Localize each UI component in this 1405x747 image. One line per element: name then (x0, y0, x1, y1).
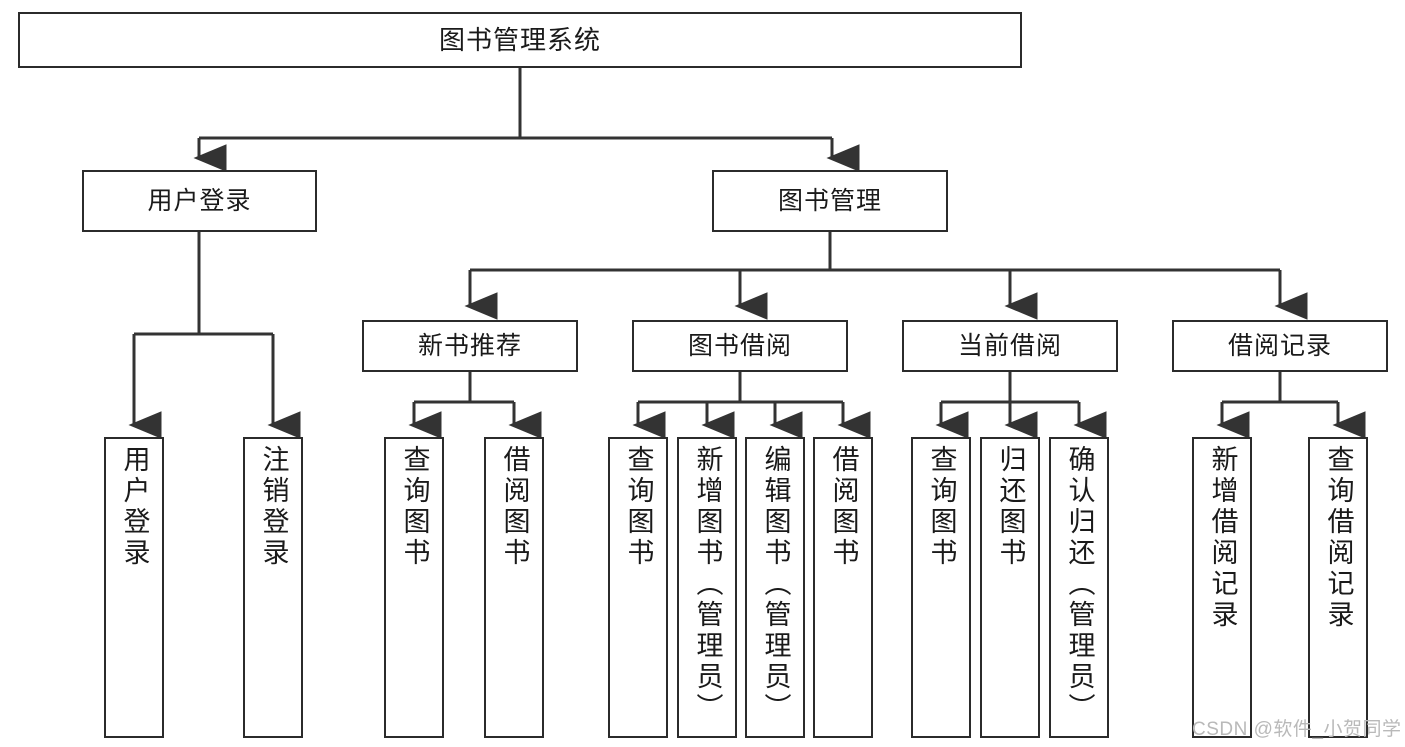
node-label: 新书推荐 (417, 331, 522, 360)
node-user-login[interactable]: 用户登录 (82, 170, 317, 232)
node-label: 借阅记录 (1227, 331, 1332, 360)
leaf-borrow-books[interactable]: 借阅图书 (813, 437, 873, 738)
leaf-confirm-return-admin[interactable]: 确认归还（管理员） (1049, 437, 1109, 738)
leaf-query-books-recommend[interactable]: 查询图书 (384, 437, 444, 738)
node-label: 编辑图书（管理员） (760, 445, 791, 724)
node-label: 当前借阅 (957, 331, 1062, 360)
node-label: 用户登录 (119, 445, 150, 569)
node-label: 借阅图书 (828, 445, 859, 569)
node-root-system[interactable]: 图书管理系统 (18, 12, 1022, 68)
node-book-borrow[interactable]: 图书借阅 (632, 320, 848, 372)
node-label: 注销登录 (258, 445, 289, 569)
node-label: 图书管理 (777, 186, 882, 215)
leaf-edit-book-admin[interactable]: 编辑图书（管理员） (745, 437, 805, 738)
leaf-query-books-borrow[interactable]: 查询图书 (608, 437, 668, 738)
node-label: 图书管理系统 (438, 24, 601, 55)
leaf-logout[interactable]: 注销登录 (243, 437, 303, 738)
csdn-watermark: CSDN @软件_小贺同学 (1192, 719, 1402, 740)
leaf-add-borrow-record[interactable]: 新增借阅记录 (1192, 437, 1252, 738)
leaf-query-borrow-record[interactable]: 查询借阅记录 (1308, 437, 1368, 738)
node-label: 归还图书 (995, 445, 1026, 569)
node-label: 图书借阅 (687, 331, 792, 360)
node-label: 查询图书 (399, 445, 430, 569)
node-current-borrow[interactable]: 当前借阅 (902, 320, 1118, 372)
node-label: 新增借阅记录 (1207, 445, 1238, 631)
node-label: 借阅图书 (499, 445, 530, 569)
leaf-user-login[interactable]: 用户登录 (104, 437, 164, 738)
node-label: 查询借阅记录 (1323, 445, 1354, 631)
node-new-book-recommend[interactable]: 新书推荐 (362, 320, 578, 372)
leaf-return-books[interactable]: 归还图书 (980, 437, 1040, 738)
leaf-add-book-admin[interactable]: 新增图书（管理员） (677, 437, 737, 738)
node-borrow-records[interactable]: 借阅记录 (1172, 320, 1388, 372)
node-label: 用户登录 (147, 186, 252, 215)
node-label: 新增图书（管理员） (692, 445, 723, 724)
node-label: 确认归还（管理员） (1064, 445, 1095, 724)
leaf-query-books-current[interactable]: 查询图书 (911, 437, 971, 738)
leaf-borrow-books-recommend[interactable]: 借阅图书 (484, 437, 544, 738)
node-label: 查询图书 (623, 445, 654, 569)
node-label: 查询图书 (926, 445, 957, 569)
node-book-management[interactable]: 图书管理 (712, 170, 948, 232)
